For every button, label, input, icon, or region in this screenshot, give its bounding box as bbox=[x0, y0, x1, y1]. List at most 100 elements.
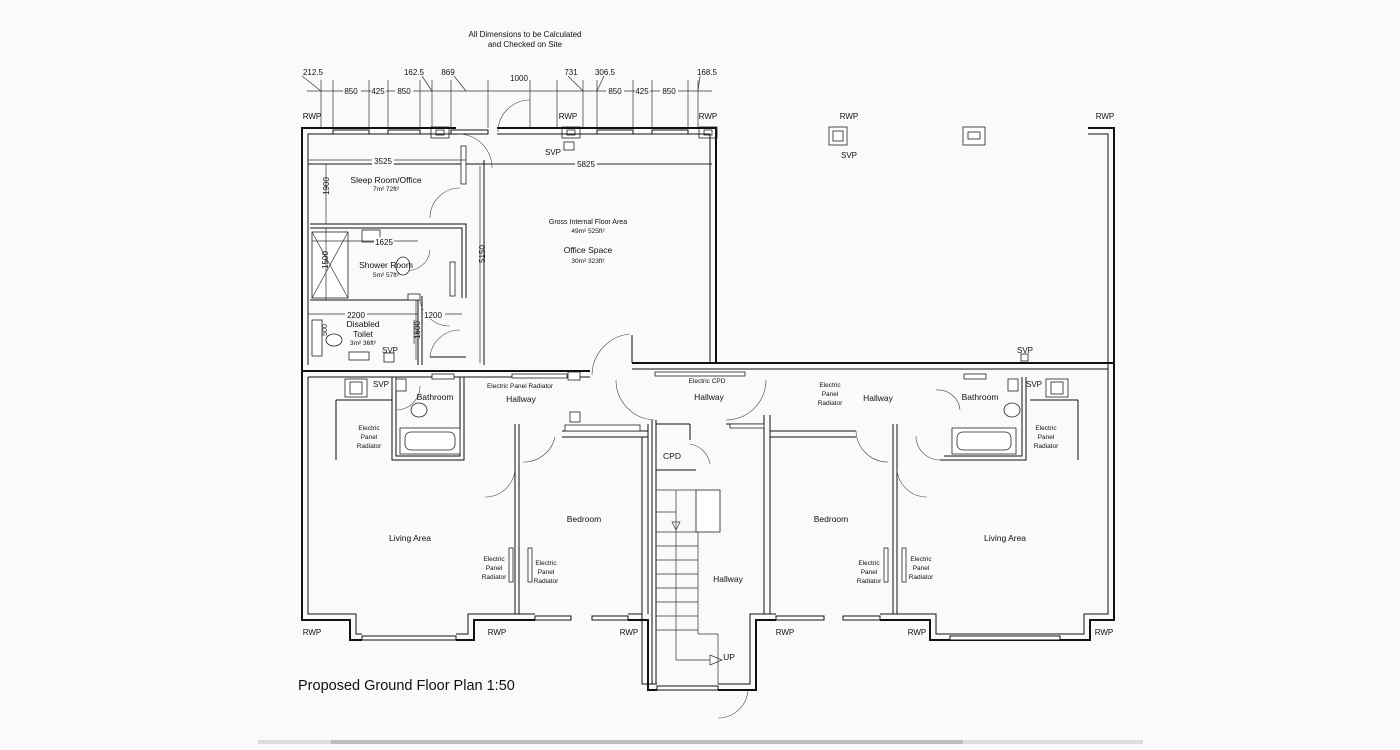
sanitary-fixtures bbox=[311, 229, 1069, 583]
external-walls bbox=[301, 127, 1115, 691]
svg-text:212.5: 212.5 bbox=[303, 68, 324, 77]
svg-text:Hallway: Hallway bbox=[694, 392, 725, 402]
svg-text:5825: 5825 bbox=[577, 160, 595, 169]
svg-text:Electric Panel Radiator: Electric Panel Radiator bbox=[487, 383, 554, 390]
equipment-labels: Electric Panel Radiator Electric CPD Ele… bbox=[357, 378, 1059, 585]
svg-text:SVP: SVP bbox=[382, 346, 398, 355]
svg-text:RWP: RWP bbox=[620, 628, 639, 637]
svg-text:RWP: RWP bbox=[1095, 628, 1114, 637]
svg-text:All Dimensions to be Calculate: All Dimensions to be Calculated bbox=[469, 30, 582, 39]
svg-text:RWP: RWP bbox=[1096, 112, 1115, 121]
svg-text:SVP: SVP bbox=[1017, 346, 1033, 355]
svg-text:RWP: RWP bbox=[908, 628, 927, 637]
svg-text:850: 850 bbox=[397, 87, 411, 96]
svg-text:Panel: Panel bbox=[486, 565, 503, 572]
svg-text:1500: 1500 bbox=[321, 251, 330, 269]
svg-text:RWP: RWP bbox=[303, 628, 322, 637]
svg-text:2200: 2200 bbox=[347, 311, 365, 320]
svg-text:168.5: 168.5 bbox=[697, 68, 718, 77]
svg-text:425: 425 bbox=[635, 87, 649, 96]
svg-text:731: 731 bbox=[564, 68, 578, 77]
svg-text:5m² 57ft²: 5m² 57ft² bbox=[373, 272, 400, 279]
svg-text:Toilet: Toilet bbox=[353, 329, 373, 339]
plan-title: Proposed Ground Floor Plan 1:50 bbox=[298, 678, 515, 694]
svg-text:Living Area: Living Area bbox=[389, 533, 431, 543]
svg-text:Electric: Electric bbox=[858, 560, 880, 567]
svg-text:Hallway: Hallway bbox=[713, 574, 744, 584]
svg-text:1200: 1200 bbox=[424, 311, 442, 320]
svg-text:Panel: Panel bbox=[538, 569, 555, 576]
svg-text:Electric: Electric bbox=[910, 556, 932, 563]
svg-text:RWP: RWP bbox=[303, 112, 322, 121]
svg-text:RWP: RWP bbox=[840, 112, 859, 121]
svg-text:850: 850 bbox=[608, 87, 622, 96]
svg-text:850: 850 bbox=[344, 87, 358, 96]
svg-text:Hallway: Hallway bbox=[506, 394, 537, 404]
svg-text:Panel: Panel bbox=[822, 391, 839, 398]
svg-text:SVP: SVP bbox=[1026, 380, 1042, 389]
svg-text:5150: 5150 bbox=[478, 245, 487, 263]
svg-text:Panel: Panel bbox=[1038, 434, 1055, 441]
svg-text:Radiator: Radiator bbox=[357, 443, 382, 450]
svg-text:1625: 1625 bbox=[375, 238, 393, 247]
svg-text:RWP: RWP bbox=[559, 112, 578, 121]
svg-text:1500: 1500 bbox=[413, 321, 422, 339]
svg-text:Bedroom: Bedroom bbox=[567, 514, 602, 524]
svg-text:Sleep Room/Office: Sleep Room/Office bbox=[350, 175, 421, 185]
svg-text:Bathroom: Bathroom bbox=[962, 392, 999, 402]
svg-text:Electric: Electric bbox=[535, 560, 557, 567]
svg-text:425: 425 bbox=[371, 87, 385, 96]
svg-text:Office Space: Office Space bbox=[564, 245, 613, 255]
svg-text:Bathroom: Bathroom bbox=[417, 392, 454, 402]
svg-text:Shower Room: Shower Room bbox=[359, 260, 413, 270]
svg-text:3525: 3525 bbox=[374, 157, 392, 166]
svg-text:Gross Internal Floor Area: Gross Internal Floor Area bbox=[549, 219, 627, 226]
svg-text:Panel: Panel bbox=[861, 569, 878, 576]
svg-text:Radiator: Radiator bbox=[818, 400, 843, 407]
svg-text:Hallway: Hallway bbox=[863, 393, 894, 403]
svg-text:49m² 525ft²: 49m² 525ft² bbox=[571, 228, 605, 235]
dimension-chain-top: 212.5 850 425 850 162.5 869 1000 731 306… bbox=[301, 68, 718, 128]
rainwater-pipes: RWP RWP RWP RWP RWP RWP RWP RWP RWP RWP … bbox=[303, 112, 1115, 637]
windows bbox=[332, 129, 1061, 691]
svg-text:3m² 36ft²: 3m² 36ft² bbox=[350, 340, 377, 347]
svg-text:Disabled: Disabled bbox=[346, 319, 379, 329]
svg-text:Radiator: Radiator bbox=[909, 574, 934, 581]
door-swings bbox=[395, 99, 961, 719]
svg-text:1000: 1000 bbox=[510, 74, 528, 83]
horizontal-scrollbar-thumb[interactable] bbox=[331, 740, 964, 744]
svg-text:Panel: Panel bbox=[361, 434, 378, 441]
svg-text:869: 869 bbox=[441, 68, 455, 77]
svg-text:Electric: Electric bbox=[819, 382, 841, 389]
svg-text:162.5: 162.5 bbox=[404, 68, 425, 77]
svg-text:Radiator: Radiator bbox=[534, 578, 559, 585]
svg-text:306.5: 306.5 bbox=[595, 68, 616, 77]
svg-text:SVP: SVP bbox=[841, 151, 857, 160]
svg-text:RWP: RWP bbox=[488, 628, 507, 637]
svg-text:Radiator: Radiator bbox=[1034, 443, 1059, 450]
svg-text:Living Area: Living Area bbox=[984, 533, 1026, 543]
svg-text:30m² 323ft²: 30m² 323ft² bbox=[571, 258, 605, 265]
svg-text:850: 850 bbox=[662, 87, 676, 96]
staircase bbox=[656, 489, 723, 684]
svg-text:1900: 1900 bbox=[322, 177, 331, 195]
svg-text:7m² 72ft²: 7m² 72ft² bbox=[373, 186, 400, 193]
svg-text:Bedroom: Bedroom bbox=[814, 514, 849, 524]
svg-text:CPD: CPD bbox=[663, 451, 681, 461]
svg-text:Electric: Electric bbox=[1035, 425, 1057, 432]
svg-text:RWP: RWP bbox=[699, 112, 718, 121]
svg-text:Electric CPD: Electric CPD bbox=[689, 378, 726, 385]
svg-text:SVP: SVP bbox=[545, 148, 561, 157]
svg-text:and Checked on Site: and Checked on Site bbox=[488, 40, 563, 49]
svg-text:Panel: Panel bbox=[913, 565, 930, 572]
svg-text:RWP: RWP bbox=[776, 628, 795, 637]
room-labels: Sleep Room/Office 7m² 72ft² Gross Intern… bbox=[346, 175, 1026, 662]
svg-text:Electric: Electric bbox=[483, 556, 505, 563]
dimension-lines-internal: 3525 5825 1900 5150 1625 1500 2200 1200 … bbox=[308, 156, 710, 363]
svg-text:SVP: SVP bbox=[373, 380, 389, 389]
svg-text:500: 500 bbox=[322, 324, 329, 336]
site-note: All Dimensions to be Calculated and Chec… bbox=[469, 30, 582, 49]
svg-text:Radiator: Radiator bbox=[482, 574, 507, 581]
